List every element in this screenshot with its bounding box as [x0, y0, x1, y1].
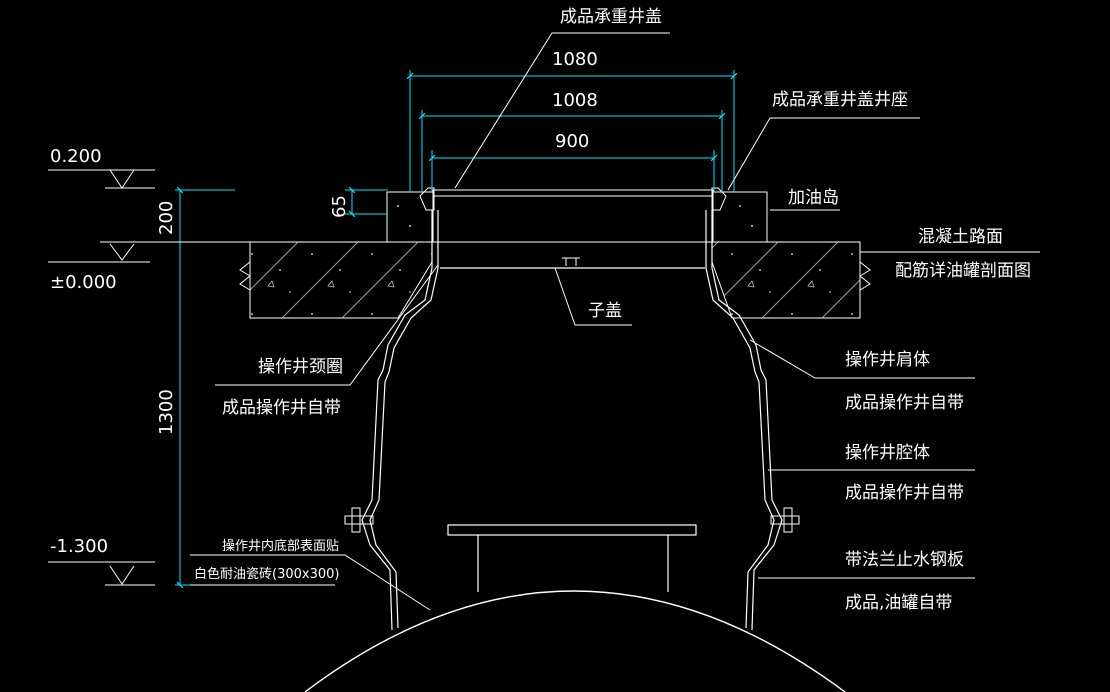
label-shoulder: 操作井肩体 [845, 350, 930, 370]
tank-top-arc [304, 590, 846, 692]
dim-1008: 1008 [552, 90, 598, 111]
label-cover-seat: 成品承重井盖井座 [772, 90, 908, 110]
manhole-shell-left [361, 210, 439, 631]
label-rebar-note: 配筋详油罐剖面图 [895, 261, 1031, 281]
label-floor-tile-1: 操作井内底部表面贴 [222, 538, 339, 554]
concrete-road-right [711, 241, 871, 319]
elevation-marker-bottom [48, 561, 155, 586]
inner-bracket [447, 524, 697, 592]
label-fuel-island: 加油岛 [788, 188, 839, 208]
elevation-top: 0.200 [50, 146, 102, 167]
flange-right [770, 507, 800, 533]
label-shoulder-note: 成品操作井自带 [845, 393, 964, 413]
fuel-island-block-left [386, 191, 434, 243]
label-cavity: 操作井腔体 [845, 443, 930, 463]
manhole-cover [419, 187, 727, 211]
label-neck-ring-note: 成品操作井自带 [222, 398, 341, 418]
label-concrete-road: 混凝土路面 [918, 227, 1003, 247]
dim-200: 200 [156, 201, 177, 235]
dim-900: 900 [555, 131, 589, 152]
dimension-lines [175, 70, 734, 585]
elevation-zero: ±0.000 [50, 272, 117, 293]
elevation-bottom: -1.300 [50, 536, 108, 557]
dim-1300: 1300 [156, 389, 177, 435]
label-sub-cover: 子盖 [588, 301, 622, 321]
manhole-shell-right [705, 210, 783, 631]
concrete-road-left [239, 241, 433, 319]
label-neck-ring: 操作井颈圈 [258, 357, 343, 377]
label-cavity-note: 成品操作井自带 [845, 483, 964, 503]
label-floor-tile-2: 白色耐油瓷砖(300x300) [194, 566, 339, 582]
flange-left [344, 507, 374, 533]
label-cover: 成品承重井盖 [560, 7, 662, 27]
label-flange-note: 成品,油罐自带 [845, 593, 952, 613]
leader-lines [190, 32, 1040, 611]
elevation-marker-zero [48, 241, 250, 263]
dim-1080: 1080 [552, 49, 598, 70]
dim-65: 65 [329, 195, 350, 218]
fuel-island-block-right [712, 191, 768, 243]
label-flange: 带法兰止水钢板 [845, 550, 964, 570]
sub-cover [440, 257, 705, 269]
elevation-marker-top [48, 169, 155, 189]
